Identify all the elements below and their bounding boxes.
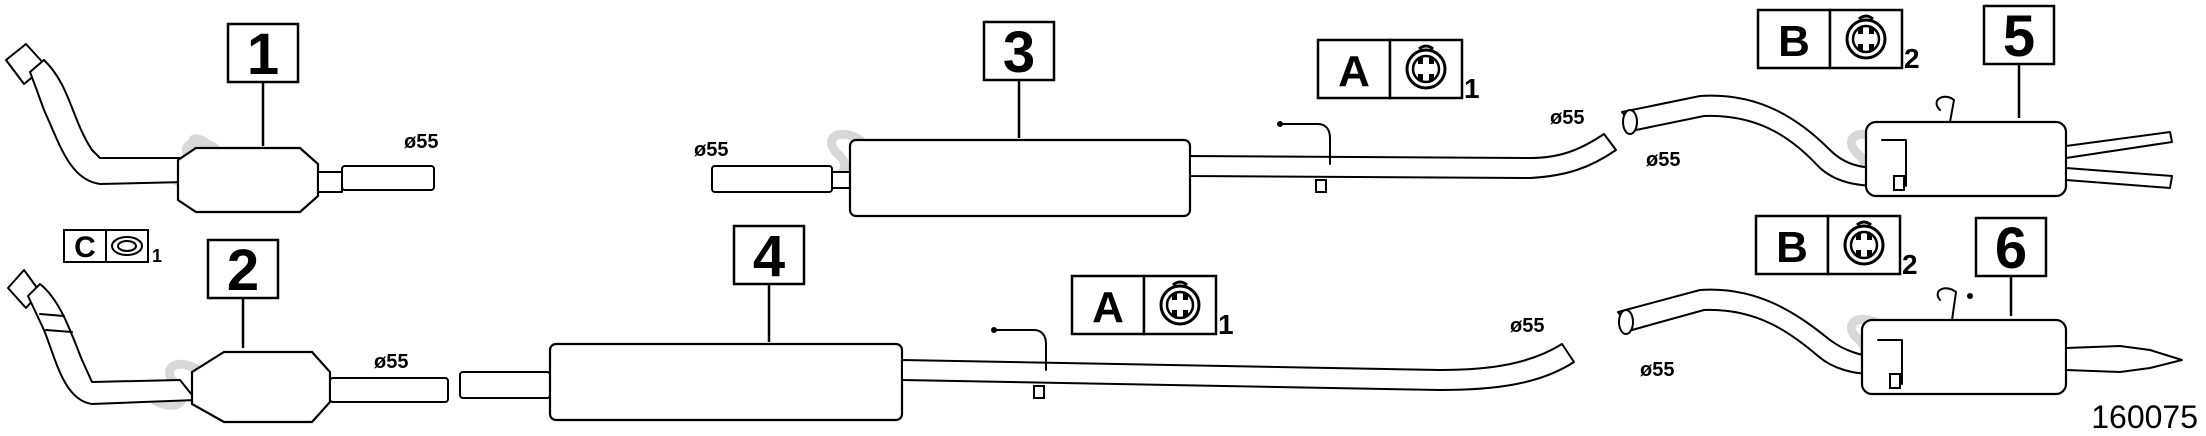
part-1-diameter: ø55: [404, 131, 438, 153]
diagram-reference-number: 160075: [2091, 399, 2198, 435]
kit-b-middle-qty: 2: [1902, 249, 1918, 280]
kit-a-top: A 1: [1316, 38, 1480, 104]
part-3-number: 3: [1003, 20, 1035, 85]
part-1-number: 1: [247, 22, 279, 87]
part-5-callout: 5: [1982, 4, 2056, 118]
kit-b-middle: B 2: [1754, 214, 1918, 280]
kit-a-middle-letter: A: [1092, 283, 1124, 332]
kit-c-qty: 1: [152, 246, 162, 266]
part-2-front-catalyst: [7, 269, 449, 424]
part-5-diameter: ø55: [1646, 149, 1680, 171]
kit-b-top-letter: B: [1778, 17, 1810, 66]
part-1-callout: 1: [226, 22, 300, 146]
gasket-ring-icon: [111, 236, 143, 256]
part-3-diameter-left: ø55: [694, 139, 728, 161]
kit-b-middle-letter: B: [1776, 223, 1808, 272]
part-3-diameter-right: ø55: [1550, 107, 1584, 129]
kit-b-top-qty: 2: [1904, 43, 1920, 74]
part-2-callout: 2: [206, 238, 280, 348]
part-4-diameter: ø55: [1510, 315, 1544, 337]
kit-a-middle: A 1: [1070, 274, 1234, 340]
part-2-diameter: ø55: [374, 351, 408, 373]
kit-c-gasket: C 1: [63, 229, 162, 266]
part-3-callout: 3: [982, 20, 1056, 138]
part-6-diameter: ø55: [1640, 359, 1674, 381]
part-5-rear-muffler: [1621, 94, 2173, 198]
part-1-front-catalyst: [5, 43, 435, 214]
part-3-middle-muffler: [711, 121, 1617, 218]
kit-a-top-qty: 1: [1464, 73, 1480, 104]
part-4-middle-muffler: [459, 327, 1575, 422]
kit-a-middle-qty: 1: [1218, 309, 1234, 340]
kit-b-top: B 2: [1756, 8, 1920, 74]
part-2-number: 2: [227, 238, 259, 303]
part-6-callout: 6: [1974, 216, 2048, 316]
part-4-number: 4: [753, 224, 785, 289]
part-6-number: 6: [1995, 216, 2027, 281]
kit-a-top-letter: A: [1338, 47, 1370, 96]
kit-c-letter: C: [74, 231, 96, 264]
part-6-rear-muffler: [1617, 287, 2183, 396]
part-4-callout: 4: [732, 224, 806, 342]
part-5-number: 5: [2003, 4, 2035, 69]
